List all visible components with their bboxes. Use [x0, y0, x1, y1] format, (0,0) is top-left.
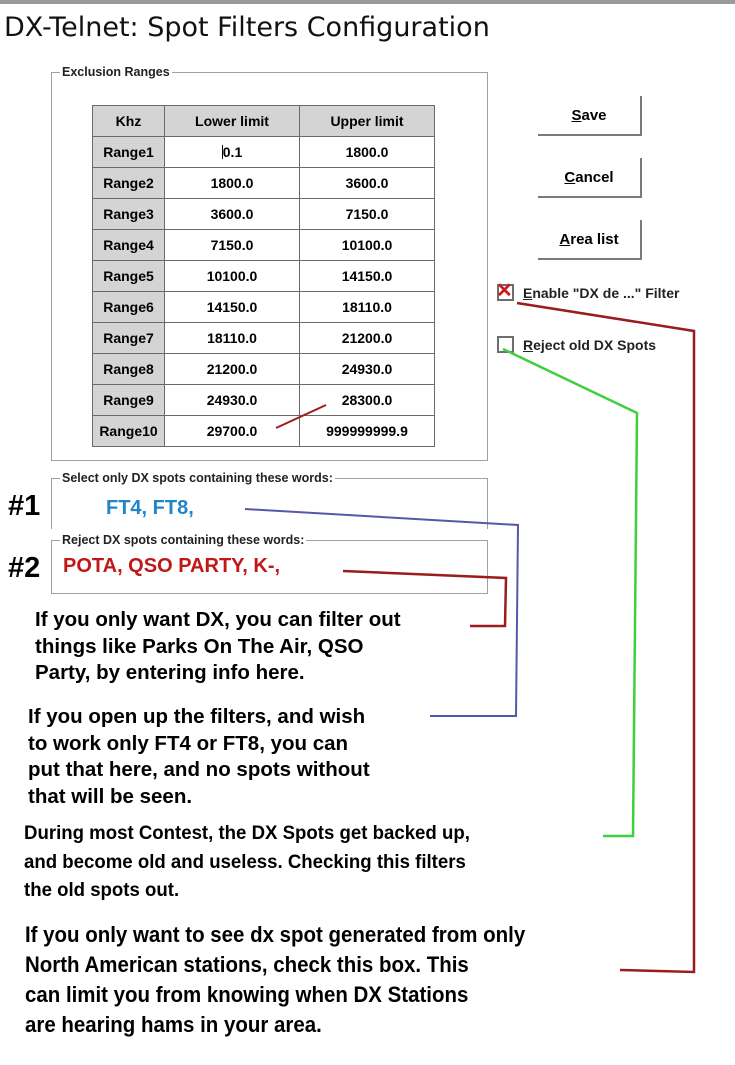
lower-limit-cell[interactable]: 21200.0	[164, 353, 300, 385]
note-line: to work only FT4 or FT8, you can	[28, 731, 349, 755]
label-number-1: #1	[8, 490, 41, 522]
lower-limit-cell[interactable]: 18110.0	[164, 322, 300, 354]
note-line: put that here, and no spots without	[28, 758, 370, 781]
reject-old-label: eject old DX Spots	[533, 336, 657, 353]
note-line: that will be seen.	[28, 784, 193, 808]
lower-limit-cell[interactable]: 14150.0	[164, 291, 300, 323]
cancel-label: ancel	[575, 168, 614, 186]
exclusion-ranges-group: Exclusion Ranges	[51, 66, 488, 461]
window-title: DX-Telnet: Spot Filters Configuration	[4, 12, 490, 43]
exclusion-ranges-table: Khz Lower limit Upper limit Range1 0.1 180…	[92, 105, 435, 447]
note-line: If you only want DX, you can filter out	[35, 608, 401, 631]
table-header-row: Khz Lower limit Upper limit	[92, 105, 435, 137]
dx-de-mnemonic: E	[523, 284, 533, 301]
select-words-note: If you open up the filters, and wish to …	[28, 704, 370, 810]
old-spots-note: During most Contest, the DX Spots get ba…	[24, 820, 470, 906]
upper-limit-cell[interactable]: 3600.0	[299, 167, 435, 199]
select-words-connector-line	[244, 508, 520, 717]
reject-words-legend: Reject DX spots containing these words:	[62, 533, 305, 547]
area-list-label: rea list	[570, 230, 619, 248]
range-name: Range3	[92, 198, 165, 230]
reject-old-connector-line	[502, 347, 639, 838]
upper-limit-cell[interactable]: 28300.0	[299, 384, 435, 416]
note-line: If you open up the filters, and wish	[28, 705, 366, 728]
note-line: things like Parks On The Air, QSO	[35, 634, 364, 658]
text-cursor	[221, 145, 223, 159]
lower-limit-value: 0.1	[222, 144, 243, 160]
lower-limit-cell[interactable]: 3600.0	[164, 198, 300, 230]
lower-limit-cell[interactable]: 7150.0	[164, 229, 300, 261]
column-header-lower-limit: Lower limit	[164, 105, 300, 137]
upper-limit-cell[interactable]: 1800.0	[299, 136, 435, 168]
reject-words-input[interactable]: POTA, QSO PARTY, K-,	[63, 555, 281, 577]
checked-x-icon: ✕	[496, 280, 513, 302]
lower-limit-cell[interactable]: 24930.0	[164, 384, 300, 416]
upper-limit-cell[interactable]: 10100.0	[299, 229, 435, 261]
upper-limit-cell[interactable]: 21200.0	[299, 322, 435, 354]
cancel-mnemonic: C	[564, 168, 576, 186]
dx-de-connector-line	[516, 301, 696, 974]
lower-limit-cell[interactable]: 1800.0	[164, 167, 300, 199]
note-line: are hearing hams in your area.	[25, 1012, 322, 1037]
label-number-2: #2	[8, 552, 41, 584]
note-line: Party, by entering info here.	[35, 661, 305, 684]
note-line: and become old and useless. Checking thi…	[24, 851, 466, 873]
save-label: ave	[581, 106, 607, 124]
dx-de-label: nable "DX de ..." Filter	[532, 284, 680, 301]
upper-limit-cell[interactable]: 14150.0	[299, 260, 435, 292]
note-line: the old spots out.	[24, 880, 180, 901]
lower-limit-cell[interactable]: 0.1	[164, 136, 300, 168]
select-words-group: Select only DX spots containing these wo…	[51, 472, 488, 529]
exclusion-ranges-legend: Exclusion Ranges	[62, 65, 170, 79]
save-mnemonic: S	[571, 106, 582, 124]
upper-limit-cell[interactable]: 999999999.9	[299, 415, 435, 447]
note-line: North American stations, check this box.…	[25, 952, 469, 977]
reject-words-note: If you only want DX, you can filter out …	[35, 607, 401, 687]
range-name: Range2	[92, 167, 165, 199]
reject-words-group: Reject DX spots containing these words:	[51, 534, 488, 594]
range-name: Range5	[92, 260, 165, 292]
range-name: Range6	[92, 291, 165, 323]
range-name: Range4	[92, 229, 165, 261]
upper-limit-cell[interactable]: 24930.0	[299, 353, 435, 385]
checkbox-box[interactable]: ✕	[496, 280, 514, 302]
note-line: During most Contest, the DX Spots get ba…	[24, 823, 470, 844]
checkbox-box[interactable]	[497, 336, 514, 353]
lower-limit-cell[interactable]: 29700.0	[164, 415, 300, 447]
area-list-mnemonic: A	[559, 230, 571, 248]
range-connector-line	[275, 404, 327, 429]
note-line: If you only want to see dx spot generate…	[25, 922, 526, 947]
note-line: can limit you from knowing when DX Stati…	[25, 982, 469, 1007]
range-name: Range8	[92, 353, 165, 385]
reject-words-connector-line	[342, 569, 508, 628]
select-words-input[interactable]: FT4, FT8,	[106, 497, 194, 519]
column-header-upper-limit: Upper limit	[299, 105, 435, 137]
reject-old-mnemonic: R	[523, 336, 534, 353]
select-words-legend: Select only DX spots containing these wo…	[62, 471, 333, 485]
window-top-border	[0, 0, 735, 4]
table-row: Range1 0.1 1800.0	[92, 136, 435, 168]
dx-de-note: If you only want to see dx spot generate…	[25, 920, 525, 1040]
range-name: Range1	[92, 136, 165, 168]
range-name: Range10	[92, 415, 165, 447]
